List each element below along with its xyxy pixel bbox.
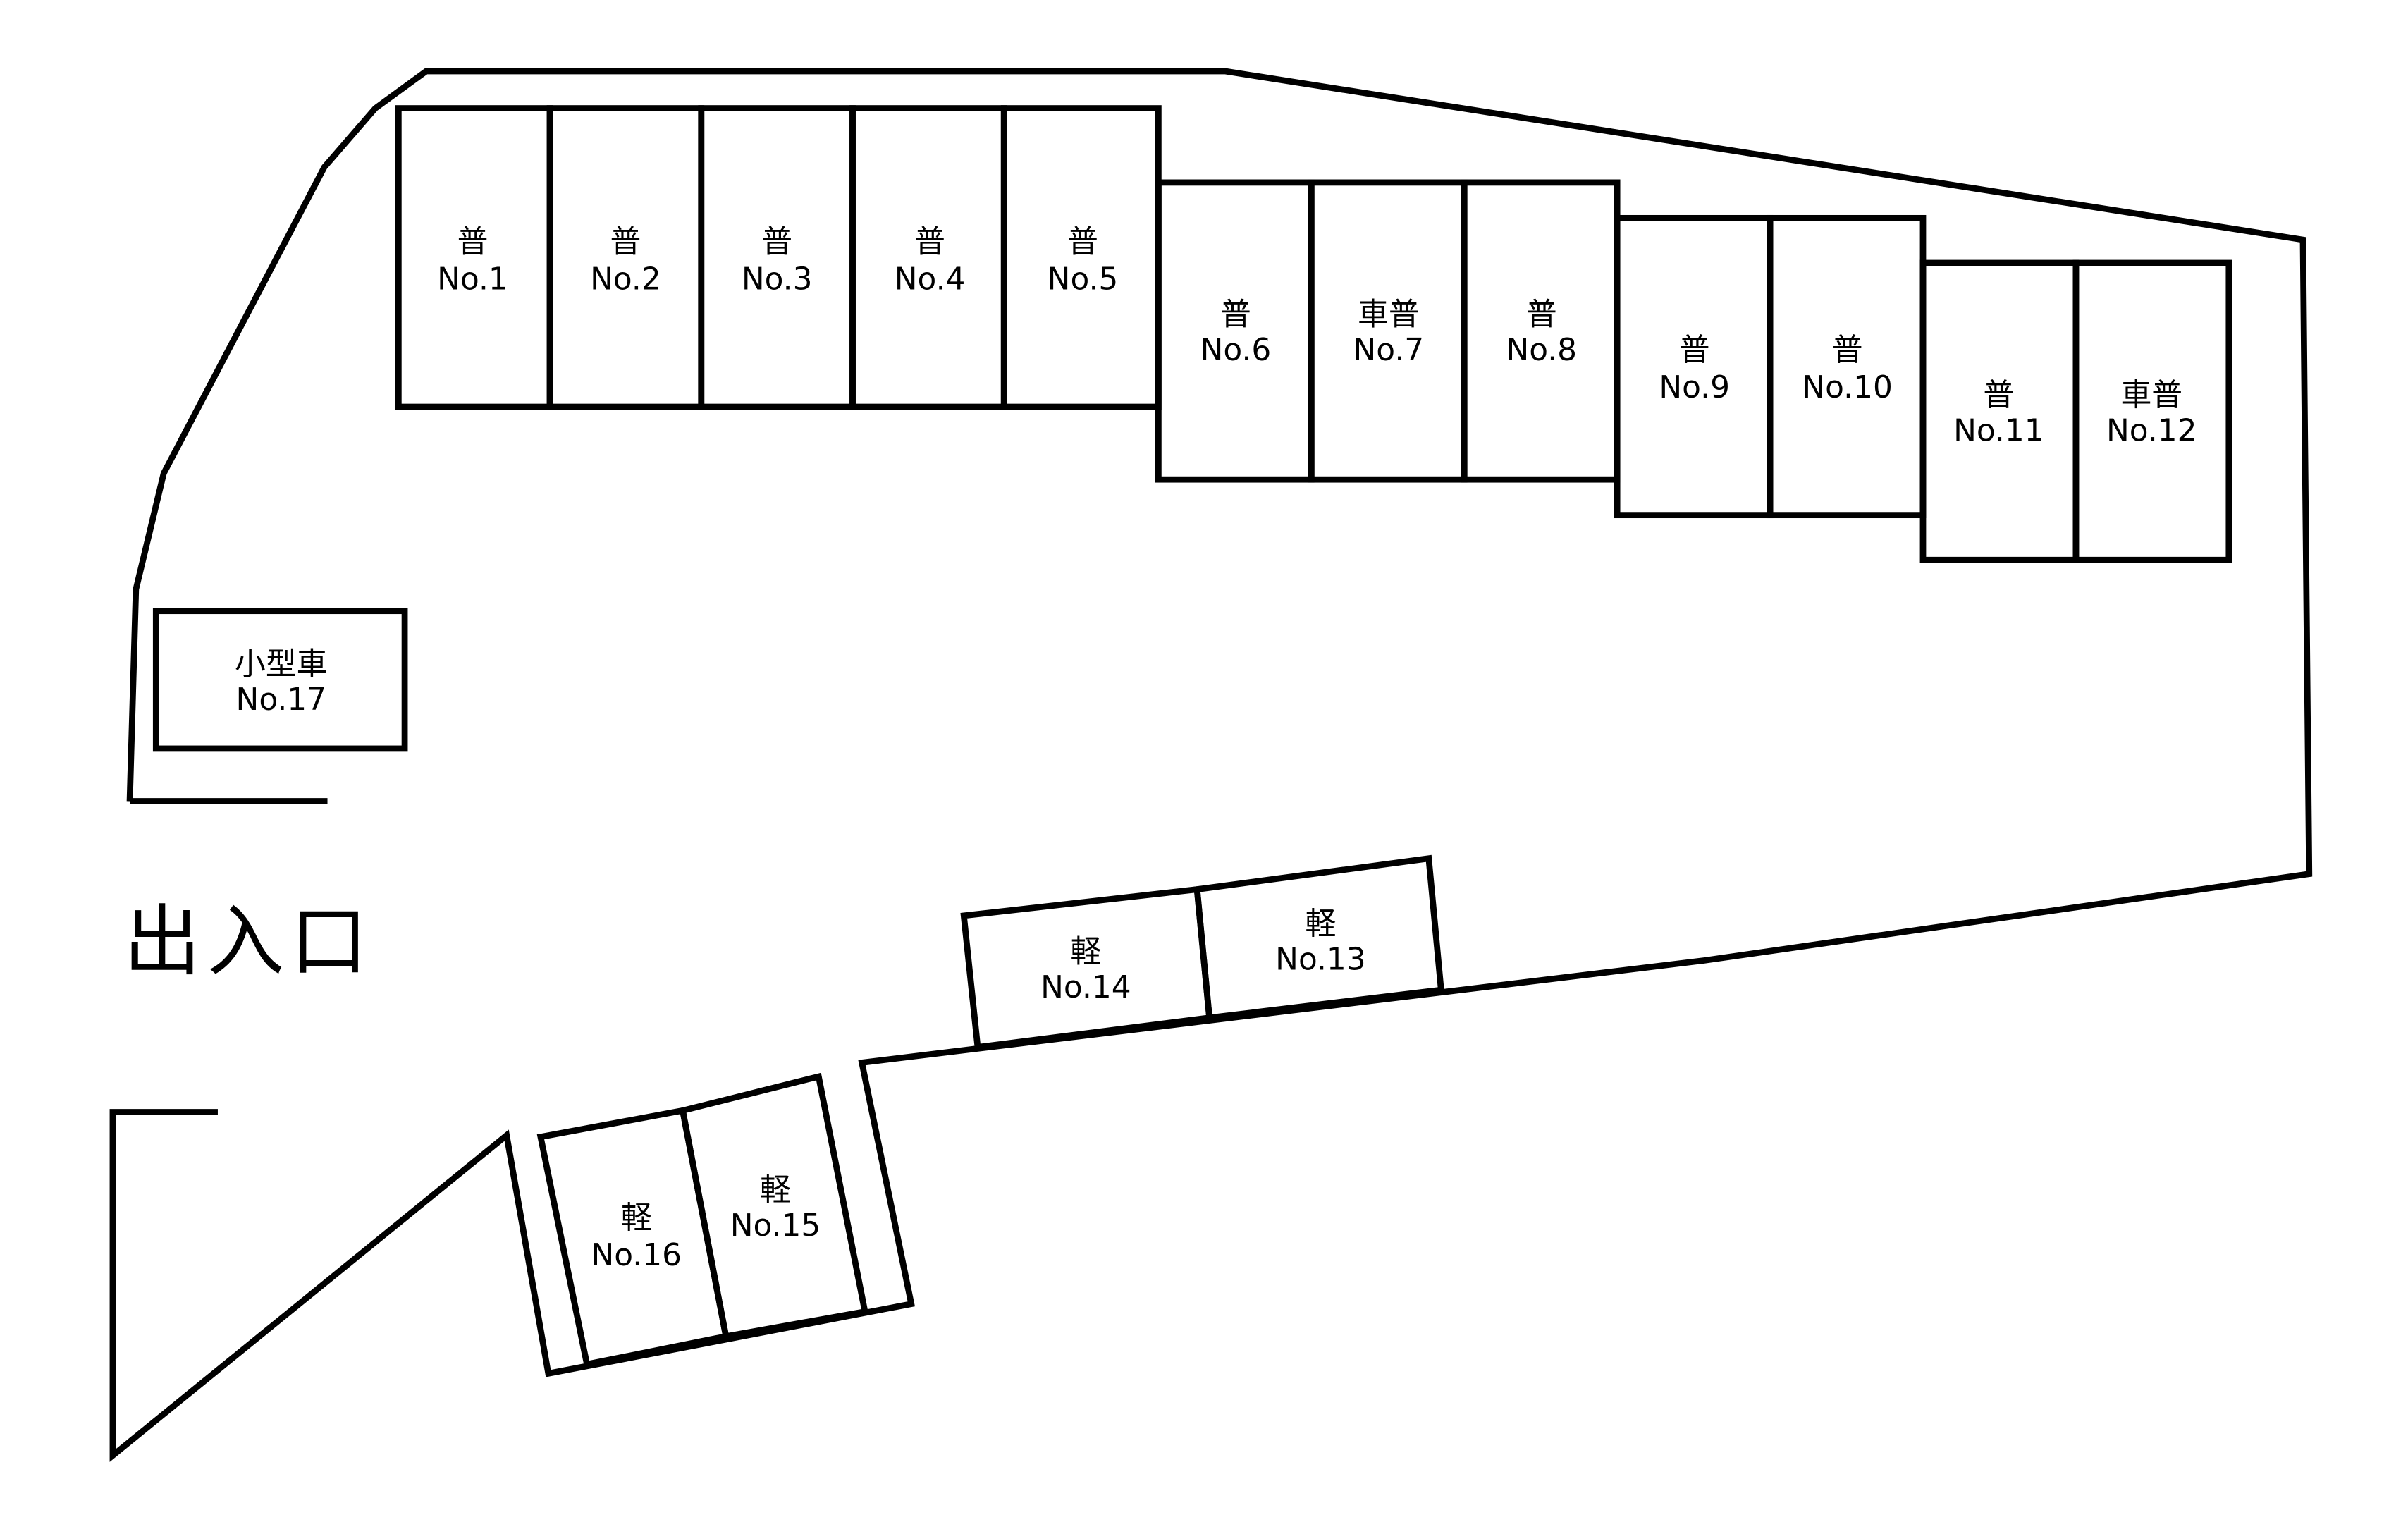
entrance-label: 出入口 xyxy=(123,896,374,986)
stall-2-type: 普 xyxy=(610,224,641,260)
stall-12-type: 車普 xyxy=(2120,377,2182,413)
stall-8-type: 普 xyxy=(1526,297,1557,333)
stall-12-number: No.12 xyxy=(2106,412,2197,448)
stall-16-type: 軽 xyxy=(621,1200,652,1236)
stall-10-type: 普 xyxy=(1832,332,1863,368)
stall-5-number: No.5 xyxy=(1048,261,1119,297)
stall-4-type: 普 xyxy=(914,224,945,260)
stall-7-type: 車普 xyxy=(1358,297,1420,333)
stall-9-number: No.9 xyxy=(1659,369,1730,405)
stall-4-number: No.4 xyxy=(895,261,966,297)
stall-1-number: No.1 xyxy=(437,261,508,297)
stall-1-type: 普 xyxy=(457,224,489,260)
stall-13-number: No.13 xyxy=(1275,942,1365,978)
stall-8-number: No.8 xyxy=(1506,332,1577,368)
stall-9-type: 普 xyxy=(1679,332,1710,368)
stall-14-number: No.14 xyxy=(1040,969,1131,1005)
stall-11-type: 普 xyxy=(1983,377,2014,413)
stall-16-number: No.16 xyxy=(591,1237,682,1273)
stall-15-type: 軽 xyxy=(760,1172,791,1208)
stall-15-number: No.15 xyxy=(730,1208,821,1244)
stall-7-number: No.7 xyxy=(1353,332,1425,368)
stall-17-number: No.17 xyxy=(236,682,326,718)
stall-13-type: 軽 xyxy=(1306,906,1337,942)
stall-13 xyxy=(1193,854,1445,1021)
stall-17-type: 小型車 xyxy=(235,646,327,682)
stall-6-type: 普 xyxy=(1220,297,1251,333)
lot-boundary xyxy=(109,68,2313,1462)
stall-15 xyxy=(679,1072,869,1340)
stall-5-type: 普 xyxy=(1067,224,1098,260)
stall-3-number: No.3 xyxy=(742,261,813,297)
stall-2-number: No.2 xyxy=(590,261,661,297)
stall-17 xyxy=(152,608,408,752)
stall-6-number: No.6 xyxy=(1200,332,1272,368)
stall-11-number: No.11 xyxy=(1953,412,2044,448)
stall-14-type: 軽 xyxy=(1070,934,1101,970)
stall-12 xyxy=(2072,259,2232,563)
stall-10-number: No.10 xyxy=(1802,369,1892,405)
stall-3-type: 普 xyxy=(761,224,792,260)
